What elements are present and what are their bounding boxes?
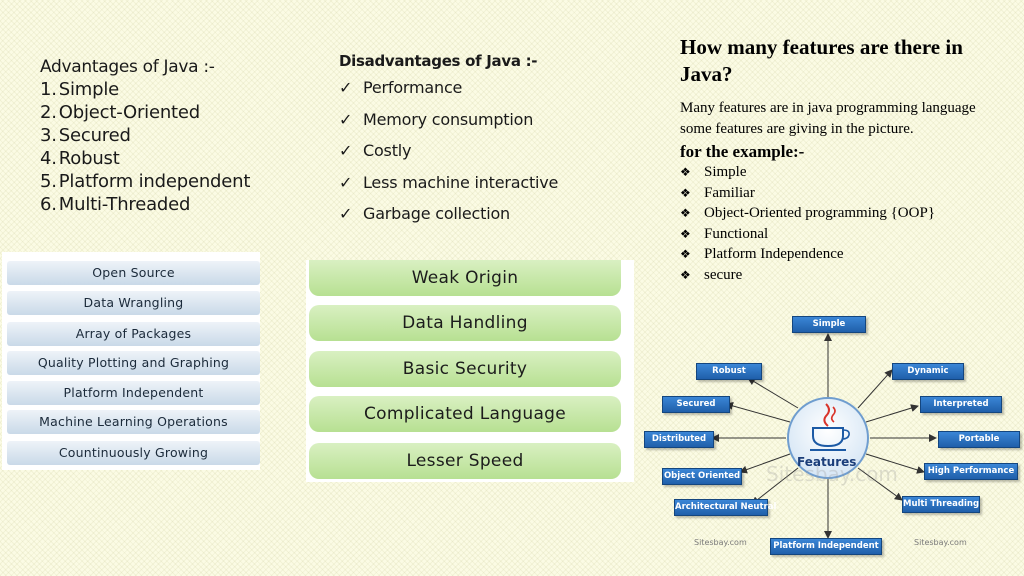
- features-text-section: How many features are there in Java? Man…: [680, 34, 1000, 286]
- feature-bar: Quality Plotting and Graphing: [7, 351, 260, 375]
- feature-bar: Countinuously Growing: [7, 441, 260, 465]
- list-item: ✓Memory consumption: [339, 104, 599, 136]
- list-item: ✓Garbage collection: [339, 198, 599, 230]
- watermark: Sitesbay.com: [914, 538, 967, 547]
- feature-bar: Machine Learning Operations: [7, 410, 260, 434]
- check-icon: ✓: [339, 204, 353, 223]
- list-item: ✓Less machine interactive: [339, 167, 599, 199]
- features-subheading: for the example:-: [680, 142, 805, 161]
- list-item: ✓Performance: [339, 72, 599, 104]
- disadvantage-bar: Data Handling: [309, 305, 621, 341]
- feature-node-high-performance: High Performance: [924, 463, 1018, 480]
- diamond-bullet-icon: ❖: [680, 267, 691, 282]
- list-item: ❖Familiar: [680, 183, 1000, 204]
- feature-node-interpreted: Interpreted: [920, 396, 1002, 413]
- features-title: How many features are there in Java?: [680, 35, 963, 86]
- disadvantages-list: ✓Performance ✓Memory consumption ✓Costly…: [339, 72, 599, 230]
- features-list: ❖Simple ❖Familiar ❖Object-Oriented progr…: [680, 162, 1000, 286]
- disadvantage-bar: Complicated Language: [309, 396, 621, 432]
- list-item: ❖Functional: [680, 224, 1000, 245]
- list-item: ❖secure: [680, 265, 1000, 286]
- check-icon: ✓: [339, 172, 353, 192]
- list-item: ✓Costly: [339, 135, 599, 167]
- feature-bar: Array of Packages: [7, 322, 260, 346]
- disadvantage-bar: Lesser Speed: [309, 443, 621, 479]
- diamond-bullet-icon: ❖: [680, 165, 691, 179]
- feature-node-object-oriented: Object Oriented: [662, 468, 742, 485]
- diamond-bullet-icon: ❖: [680, 206, 691, 221]
- feature-node-multi-threading: Multi Threading: [902, 496, 980, 513]
- feature-node-dynamic: Dynamic: [892, 363, 964, 380]
- disadvantages-heading: Disadvantages of Java :-: [339, 52, 538, 70]
- advantages-image-panel: Open Source Data Wrangling Array of Pack…: [2, 252, 260, 470]
- list-item: 2.Object-Oriented: [40, 102, 201, 123]
- check-icon: ✓: [339, 141, 353, 160]
- list-item: 4.Robust: [40, 148, 120, 169]
- diagram-arrows: [711, 333, 937, 539]
- diamond-bullet-icon: ❖: [680, 247, 691, 262]
- disadvantage-bar: Weak Origin: [309, 260, 621, 296]
- list-item: 5.Platform independent: [40, 171, 251, 192]
- features-circle: [787, 397, 869, 479]
- list-item: ❖Object-Oriented programming {OOP}: [680, 203, 1000, 224]
- disadvantages-section: Disadvantages of Java :- ✓Performance ✓M…: [339, 50, 599, 230]
- list-item: 1.Simple: [40, 79, 120, 100]
- feature-node-architectural-neutral: Architectural Neutral: [674, 499, 776, 516]
- disadvantage-bar: Basic Security: [309, 351, 621, 387]
- watermark: Sitesbay.com: [694, 538, 747, 547]
- list-item: 6.Multi-Threaded: [40, 194, 191, 215]
- arrow-lines: [711, 333, 937, 539]
- java-cup-icon: [810, 403, 850, 451]
- advantages-list: 1.Simple 2.Object-Oriented 3.Secured 4.R…: [40, 78, 300, 216]
- feature-node-platform-independent: Platform Independent: [770, 538, 882, 555]
- feature-node-secured: Secured: [662, 396, 730, 413]
- diamond-bullet-icon: ❖: [680, 226, 691, 241]
- watermark: Sitesbay.com: [766, 462, 898, 486]
- feature-node-distributed: Distributed: [644, 431, 714, 448]
- features-paragraph: Many features are in java programming la…: [680, 100, 976, 137]
- disadvantages-image-panel: Weak Origin Data Handling Basic Security…: [306, 260, 634, 482]
- feature-bar: Open Source: [7, 261, 260, 285]
- check-icon: ✓: [339, 109, 353, 129]
- feature-bar: Data Wrangling: [7, 291, 260, 315]
- list-item: ❖Simple: [680, 162, 1000, 183]
- feature-node-portable: Portable: [938, 431, 1020, 448]
- advantages-heading: Advantages of Java :-: [40, 57, 215, 77]
- features-diagram: Features Sitesbay.com Simple Robust Dyna…: [640, 312, 1024, 576]
- list-item: 3.Secured: [40, 125, 131, 146]
- list-item: ❖Platform Independence: [680, 244, 1000, 265]
- check-icon: ✓: [339, 78, 353, 97]
- feature-node-robust: Robust: [696, 363, 762, 380]
- diamond-bullet-icon: ❖: [680, 185, 691, 200]
- advantages-section: Advantages of Java :- 1.Simple 2.Object-…: [40, 56, 300, 216]
- features-center-label: Features: [797, 455, 857, 469]
- feature-bar: Platform Independent: [7, 381, 260, 405]
- feature-node-simple: Simple: [792, 316, 866, 333]
